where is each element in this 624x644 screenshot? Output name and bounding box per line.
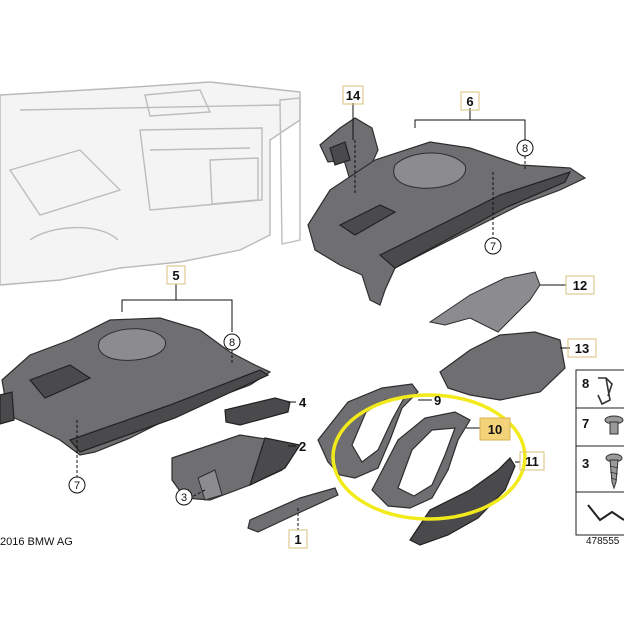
copyright-text: 2016 BMW AG	[0, 536, 73, 548]
callout-8-upper[interactable]: 8	[516, 139, 534, 157]
part-11-trim[interactable]	[409, 457, 516, 546]
diagram-number: 478555	[586, 536, 620, 547]
svg-text:8: 8	[582, 376, 589, 391]
callout-12[interactable]: 12	[565, 275, 595, 295]
callout-7-upper[interactable]: 7	[484, 237, 502, 255]
callout-3[interactable]: 3	[175, 488, 193, 506]
screw-icon	[605, 453, 623, 490]
legend-item-8[interactable]: 8	[582, 376, 613, 406]
callout-6[interactable]: 6	[460, 91, 480, 111]
leader-lines	[76, 103, 570, 530]
svg-text:1: 1	[294, 532, 301, 547]
svg-text:7: 7	[582, 416, 589, 431]
part-2-glovebox[interactable]	[171, 434, 301, 501]
part-6-glovebox-frame[interactable]	[307, 141, 587, 306]
callout-13[interactable]: 13	[567, 338, 597, 358]
clip-icon	[597, 377, 613, 406]
callout-14[interactable]: 14	[342, 85, 364, 105]
callout-8-lower[interactable]: 8	[223, 333, 241, 351]
callout-2[interactable]: 2	[299, 439, 306, 454]
callout-9[interactable]: 9	[434, 393, 441, 408]
svg-text:5: 5	[172, 268, 179, 283]
svg-text:4: 4	[299, 395, 307, 410]
part-12-column-cover[interactable]	[428, 271, 541, 333]
legend-item-7[interactable]: 7	[582, 415, 624, 435]
svg-text:3: 3	[181, 492, 187, 504]
callout-10[interactable]: 10	[479, 417, 511, 441]
part-1-trim-strip[interactable]	[247, 487, 339, 533]
fastener-legend: 8 7 3	[575, 369, 624, 536]
svg-text:11: 11	[525, 454, 539, 469]
callout-1[interactable]: 1	[288, 529, 308, 549]
svg-text:14: 14	[346, 88, 361, 103]
svg-text:9: 9	[434, 393, 441, 408]
highlight-ring	[331, 393, 527, 521]
svg-text:8: 8	[229, 337, 235, 349]
legend-item-3[interactable]: 3	[582, 453, 623, 490]
callout-11[interactable]: 11	[519, 451, 545, 471]
callout-7-lower[interactable]: 7	[68, 476, 86, 494]
svg-text:10: 10	[488, 422, 502, 437]
part-13-column-cover[interactable]	[439, 331, 566, 401]
part-10-bezel[interactable]	[371, 411, 471, 509]
part-4-switch[interactable]	[224, 397, 291, 426]
svg-text:6: 6	[466, 94, 473, 109]
rivet-icon	[604, 415, 624, 435]
dashboard-ghost	[0, 81, 301, 286]
svg-text:2: 2	[299, 439, 306, 454]
svg-text:7: 7	[490, 241, 496, 253]
callout-5[interactable]: 5	[166, 265, 186, 285]
part-5-glovebox-frame[interactable]	[0, 317, 272, 456]
svg-text:3: 3	[582, 456, 589, 471]
callout-4[interactable]: 4	[299, 395, 307, 410]
svg-text:12: 12	[573, 278, 587, 293]
svg-text:7: 7	[74, 480, 80, 492]
catalog-mark-icon	[587, 504, 624, 522]
svg-text:13: 13	[575, 341, 589, 356]
svg-text:8: 8	[522, 143, 528, 155]
